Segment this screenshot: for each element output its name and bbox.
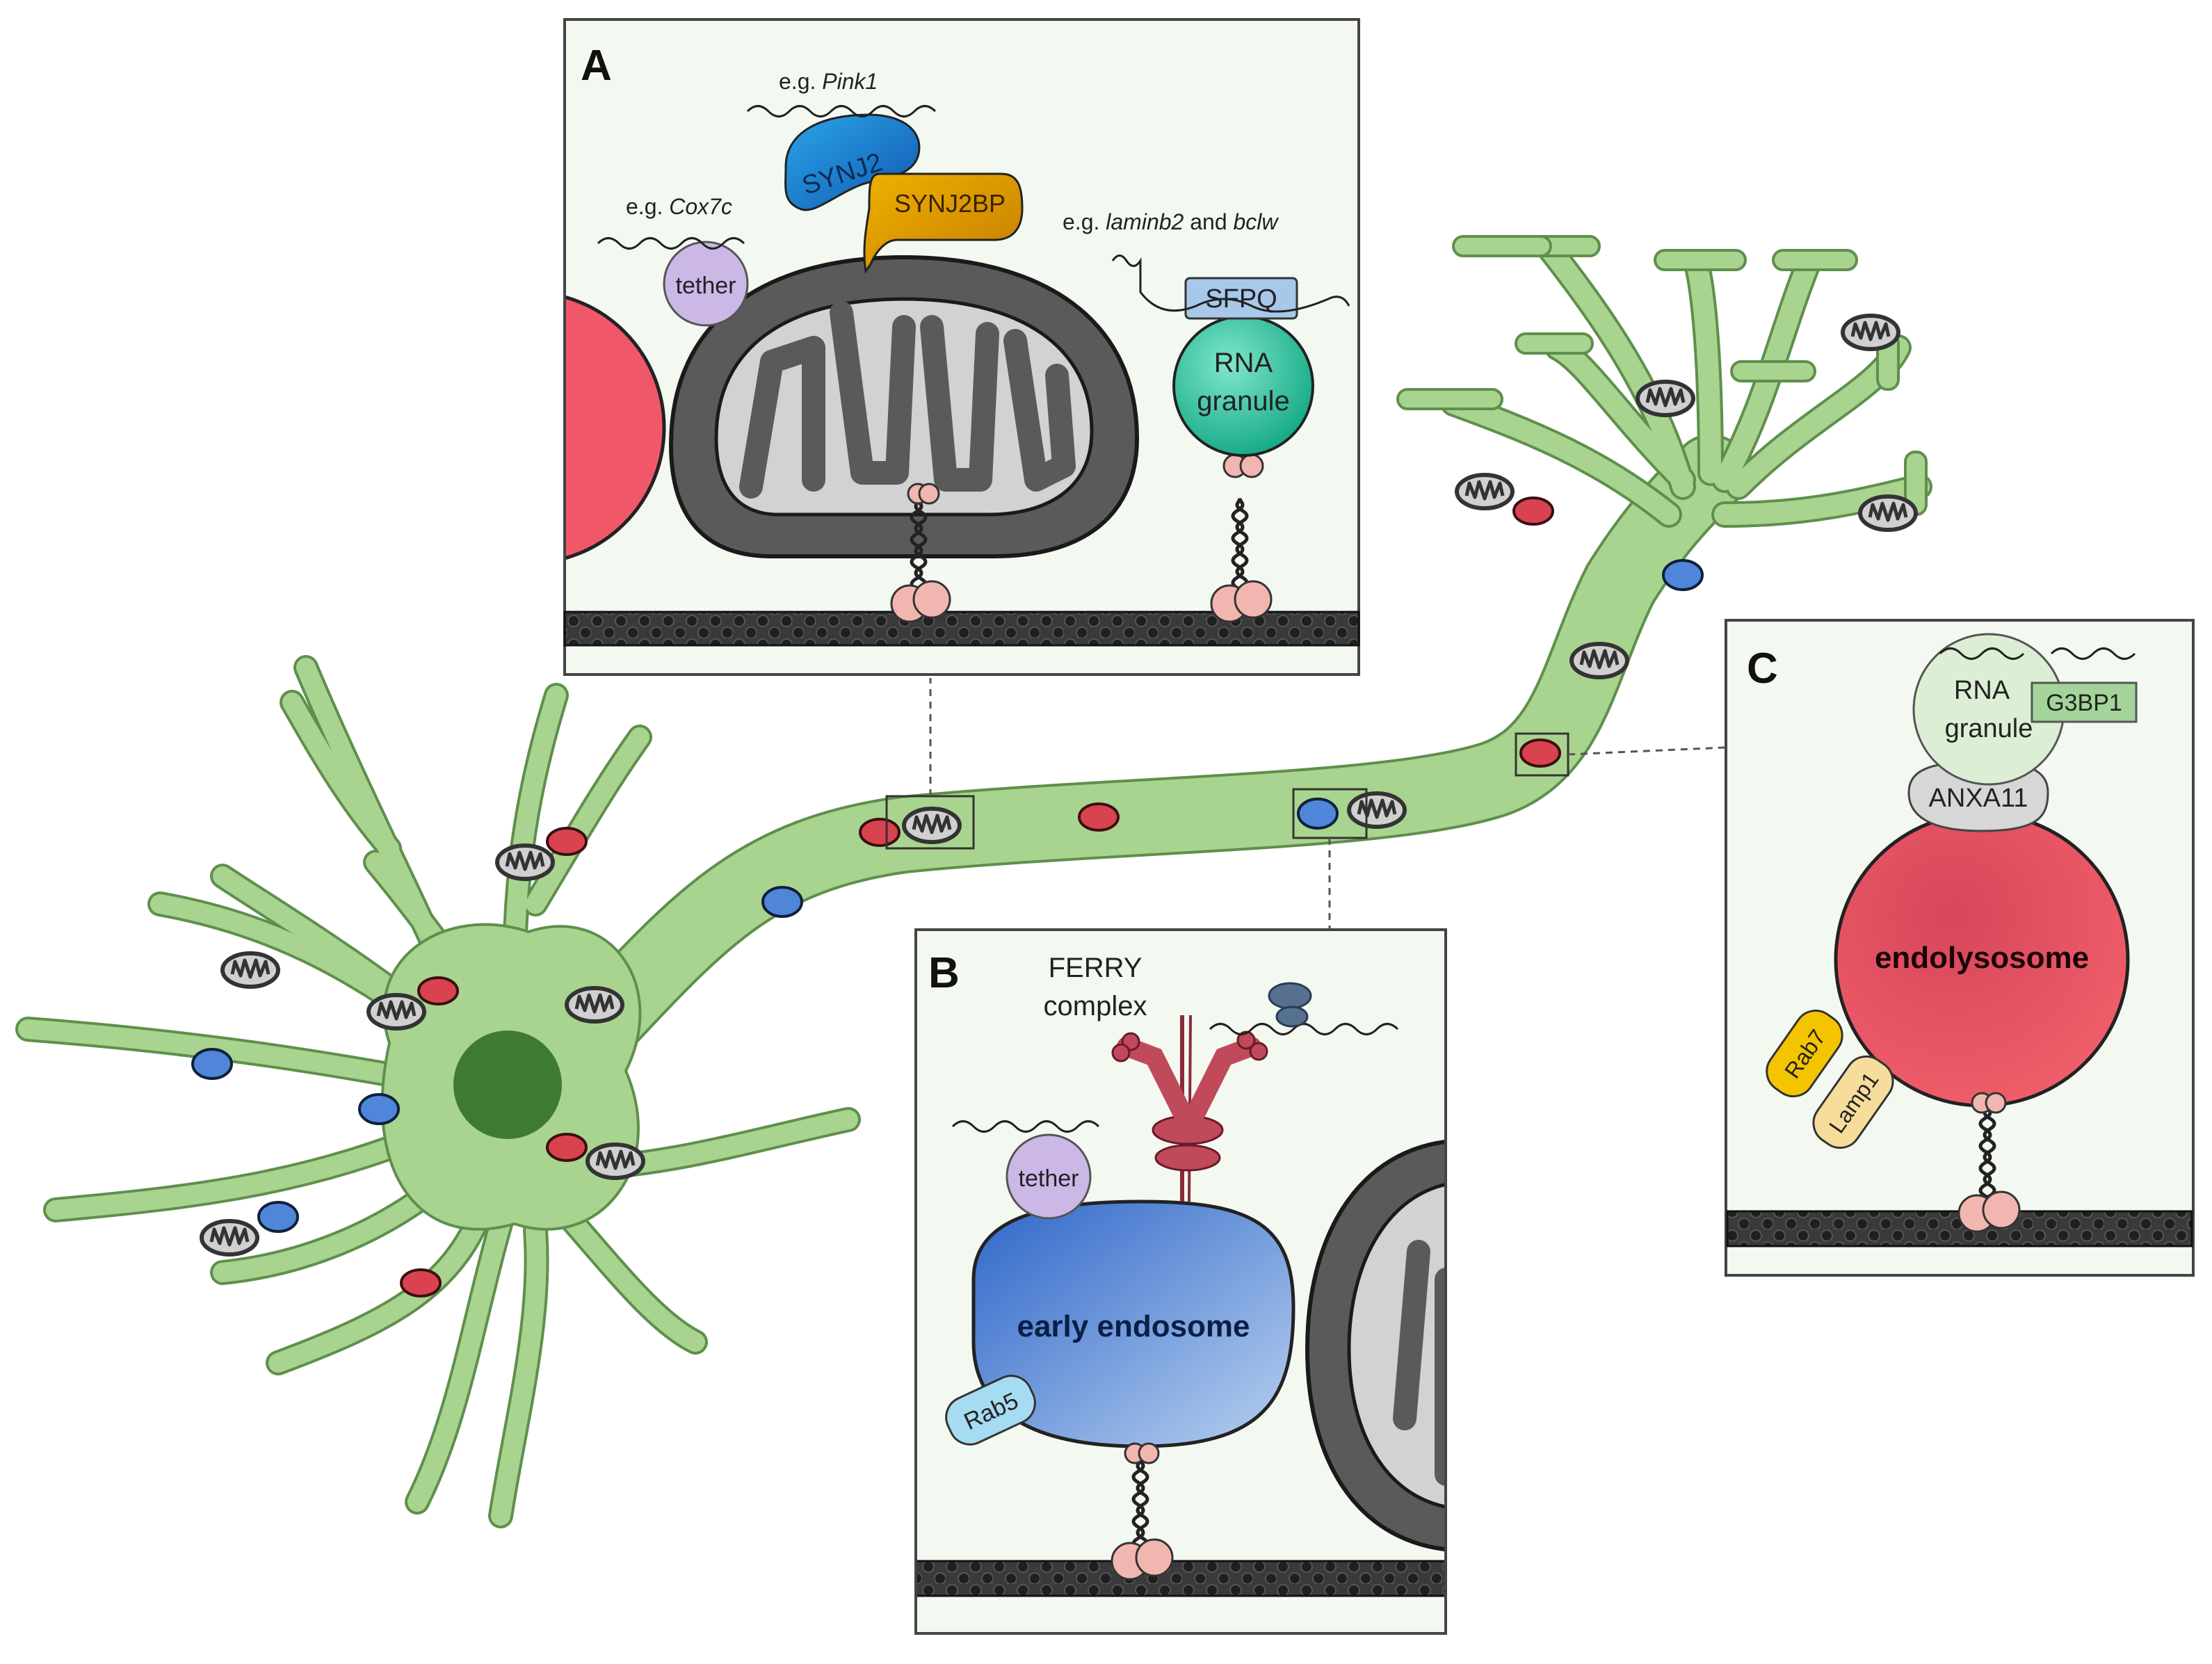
rna-granule-label-2: granule [1197, 386, 1289, 417]
motor-protein [1957, 1092, 2021, 1233]
panel-letter-c: C [1747, 645, 1778, 693]
mrna [746, 105, 937, 118]
mrna [1111, 255, 1350, 313]
mitochondrion [668, 255, 1140, 558]
motor-protein [1111, 1442, 1174, 1581]
eg-pink1-label: e.g. Pink1 [779, 69, 878, 94]
early-endosome-label: early endosome [1017, 1309, 1250, 1343]
lysosome-partial [566, 296, 666, 560]
panel-letter-a: A [581, 42, 612, 90]
eg-cox7c-label: e.g. Cox7c [626, 194, 732, 219]
mrna [597, 237, 745, 250]
eg-laminb2-label: e.g. laminb2 and bclw [1063, 209, 1279, 234]
rna-granule-label-1: RNA [1954, 676, 2010, 705]
nucleus [453, 1031, 562, 1139]
endolysosome-label: endolysosome [1875, 941, 2089, 975]
motor-protein [1210, 453, 1273, 623]
mrna [951, 1120, 1100, 1133]
tether-label: tether [676, 273, 736, 299]
mrna [1939, 647, 2136, 660]
synj2bp-label: SYNJ2BP [894, 189, 1006, 218]
motor-protein [890, 483, 951, 623]
anxa11-label: ANXA11 [1929, 784, 2028, 813]
rab5-protein: Rab5 [945, 1375, 1036, 1446]
panel-a: RNA granule SFPQ tether SYNJ2 SYNJ2BP A … [563, 18, 1360, 676]
ferry-complex [1111, 1015, 1268, 1202]
panel-letter-b: B [928, 949, 960, 997]
synj2bp-protein [863, 172, 1024, 274]
ribosome [1268, 982, 1312, 1010]
ferry-label-1: FERRY [1049, 953, 1143, 983]
microtubule [917, 1560, 1444, 1597]
panel-c: endolysosome ANXA11 RNA granule G3BP1 Ra… [1725, 619, 2195, 1277]
ferry-label-2: complex [1044, 991, 1147, 1021]
neuron [15, 235, 1932, 1528]
synj2-protein [784, 113, 921, 211]
g3bp1-label: G3BP1 [2046, 690, 2122, 716]
panel-b: early endosome Rab5 tether [914, 928, 1447, 1635]
rna-granule-label-1: RNA [1214, 348, 1273, 378]
sfpq-protein [1184, 277, 1298, 320]
g3bp1-protein [2031, 681, 2138, 723]
tether-protein [1006, 1133, 1092, 1220]
rna-granule-label-2: granule [1945, 714, 2033, 743]
tether-protein [663, 241, 749, 327]
leader-lines [929, 678, 1725, 928]
tether-label: tether [1019, 1165, 1079, 1192]
